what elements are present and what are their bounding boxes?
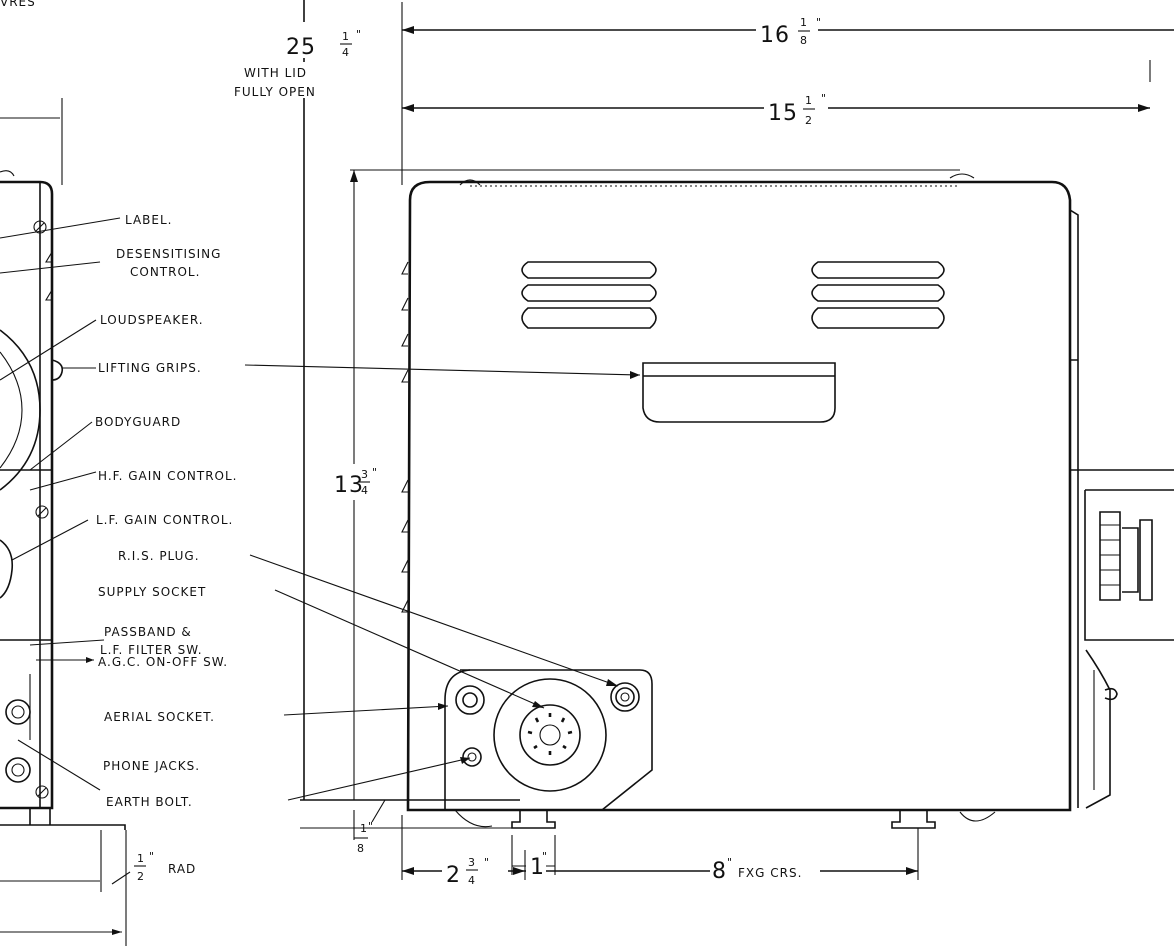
- svg-text:R.I.S. PLUG.: R.I.S. PLUG.: [118, 549, 200, 563]
- svg-text:": ": [149, 850, 155, 863]
- callout-desensitising-control: DESENSITISING CONTROL.: [116, 247, 221, 279]
- dimension-body-width: 15 1 2 ": [764, 90, 828, 128]
- svg-text:FXG CRS.: FXG CRS.: [738, 866, 802, 880]
- svg-text:PHONE JACKS.: PHONE JACKS.: [103, 759, 200, 773]
- callout-bodyguard: BODYGUARD: [95, 415, 181, 429]
- dimension-front-offset: 2 3 4 ": [442, 852, 508, 890]
- front-view: [0, 98, 127, 946]
- dimension-body-height: 13 3 4 ": [332, 464, 378, 500]
- dimension-fixing-centres: 8 " FXG CRS.: [710, 856, 820, 884]
- svg-text:RAD: RAD: [168, 862, 196, 876]
- svg-text:4: 4: [361, 484, 369, 497]
- svg-text:SUPPLY SOCKET: SUPPLY SOCKET: [98, 585, 206, 599]
- svg-text:1: 1: [530, 855, 545, 880]
- callout-lf-gain-control: L.F. GAIN CONTROL.: [96, 513, 233, 527]
- svg-text:": ": [542, 850, 548, 863]
- svg-text:LIFTING GRIPS.: LIFTING GRIPS.: [98, 361, 202, 375]
- svg-text:2: 2: [137, 870, 145, 883]
- callout-agc-on-off-sw: A.G.C. ON-OFF SW.: [98, 655, 228, 669]
- svg-text:": ": [727, 856, 733, 869]
- svg-text:LABEL.: LABEL.: [125, 213, 172, 227]
- callout-loudspeaker: LOUDSPEAKER.: [100, 313, 204, 327]
- side-view: [300, 0, 1174, 880]
- svg-text:3: 3: [361, 468, 369, 481]
- dimension-corner-radius: 1 2 " RAD: [111, 850, 196, 885]
- svg-text:": ": [821, 92, 827, 105]
- callout-passband-filter-sw: PASSBAND & L.F. FILTER SW.: [100, 625, 203, 657]
- svg-text:": ": [484, 856, 490, 869]
- svg-text:CONTROL.: CONTROL.: [130, 265, 200, 279]
- callout-phone-jacks: PHONE JACKS.: [103, 759, 200, 773]
- dimension-foot-offset: 1 " 8: [354, 820, 374, 855]
- callout-label: LABEL.: [125, 213, 172, 227]
- svg-text:13: 13: [334, 473, 364, 498]
- dimension-overall-height: 25 1 4 " WITH LID FULLY OPEN: [234, 22, 366, 99]
- svg-text:16: 16: [760, 23, 790, 48]
- corner-text: VRES: [0, 0, 36, 9]
- dimension-overall-width: 16 1 8 ": [756, 10, 822, 48]
- svg-text:": ": [368, 820, 374, 833]
- svg-text:3: 3: [468, 856, 476, 869]
- svg-text:WITH LID: WITH LID: [244, 66, 307, 80]
- svg-text:LOUDSPEAKER.: LOUDSPEAKER.: [100, 313, 204, 327]
- svg-text:": ": [372, 466, 378, 479]
- callout-earth-bolt: EARTH BOLT.: [106, 795, 193, 809]
- svg-text:AERIAL SOCKET.: AERIAL SOCKET.: [104, 710, 215, 724]
- callout-leaders: [0, 217, 641, 801]
- svg-text:1: 1: [342, 30, 350, 43]
- svg-text:8: 8: [800, 34, 808, 47]
- svg-text:": ": [356, 28, 362, 41]
- svg-text:4: 4: [342, 46, 350, 59]
- svg-text:PASSBAND &: PASSBAND &: [104, 625, 192, 639]
- svg-text:EARTH BOLT.: EARTH BOLT.: [106, 795, 193, 809]
- callout-aerial-socket: AERIAL SOCKET.: [104, 710, 215, 724]
- svg-text:": ": [816, 16, 822, 29]
- svg-text:25: 25: [286, 35, 316, 60]
- svg-text:1: 1: [800, 16, 808, 29]
- svg-text:L.F. FILTER SW.: L.F. FILTER SW.: [100, 643, 203, 657]
- svg-text:A.G.C. ON-OFF SW.: A.G.C. ON-OFF SW.: [98, 655, 228, 669]
- svg-text:8: 8: [712, 859, 727, 884]
- svg-text:H.F. GAIN CONTROL.: H.F. GAIN CONTROL.: [98, 469, 237, 483]
- svg-text:15: 15: [768, 101, 798, 126]
- dimension-foot-width: 1 ": [526, 850, 548, 880]
- svg-text:2: 2: [446, 863, 461, 888]
- svg-text:1: 1: [137, 852, 145, 865]
- callout-ris-plug: R.I.S. PLUG.: [118, 549, 200, 563]
- svg-text:8: 8: [357, 842, 365, 855]
- svg-text:BODYGUARD: BODYGUARD: [95, 415, 181, 429]
- svg-text:FULLY OPEN: FULLY OPEN: [234, 85, 316, 99]
- svg-text:L.F. GAIN CONTROL.: L.F. GAIN CONTROL.: [96, 513, 233, 527]
- svg-text:2: 2: [805, 114, 813, 127]
- svg-text:1: 1: [805, 94, 813, 107]
- callout-hf-gain-control: H.F. GAIN CONTROL.: [98, 469, 237, 483]
- svg-text:1: 1: [360, 822, 368, 835]
- callout-lifting-grips: LIFTING GRIPS.: [98, 361, 202, 375]
- svg-text:DESENSITISING: DESENSITISING: [116, 247, 221, 261]
- svg-text:4: 4: [468, 874, 476, 887]
- callout-supply-socket: SUPPLY SOCKET: [98, 585, 206, 599]
